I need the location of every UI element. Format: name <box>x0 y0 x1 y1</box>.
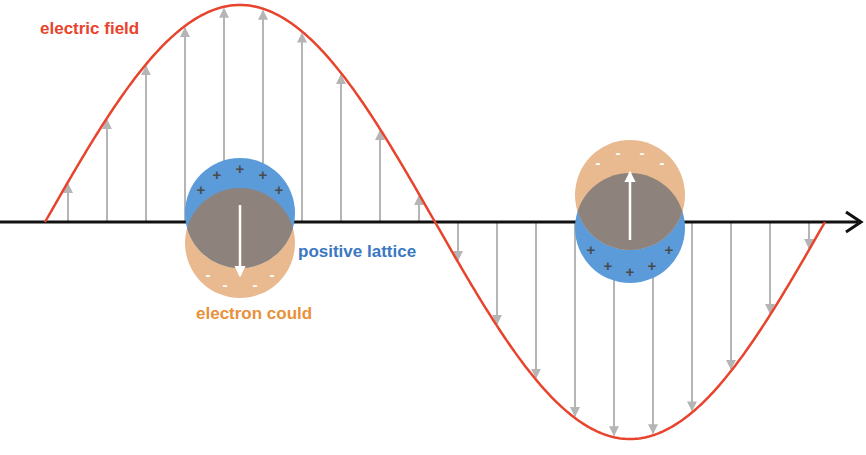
charge-sign: + <box>648 258 657 275</box>
field-arrow <box>301 34 303 222</box>
field-arrow <box>184 28 186 222</box>
charge-sign: - <box>660 155 665 172</box>
charge-sign: + <box>604 258 613 275</box>
field-curve <box>45 5 825 439</box>
charge-sign: - <box>253 277 258 294</box>
electron-label: electron could <box>196 305 312 324</box>
axis-line <box>0 221 858 224</box>
field-arrow <box>67 184 69 222</box>
field-arrow <box>379 131 381 222</box>
force-arrow <box>239 205 242 276</box>
field-arrow <box>145 66 147 222</box>
field-arrow <box>769 222 771 313</box>
charge-sign: + <box>236 161 245 178</box>
field-arrow <box>574 222 576 416</box>
charge-sign: - <box>596 155 601 172</box>
field-arrow <box>730 222 732 369</box>
overlap-region <box>575 173 685 283</box>
field-arrow <box>418 196 420 222</box>
overlap-region <box>185 188 295 298</box>
charge-sign: - <box>270 267 275 284</box>
force-arrow <box>629 172 632 240</box>
field-arrow <box>340 75 342 222</box>
charge-sign: - <box>640 145 645 162</box>
charge-sign: - <box>616 145 621 162</box>
field-arrow <box>691 222 693 410</box>
charge-sign: + <box>587 242 596 259</box>
charge-sign: - <box>223 277 228 294</box>
charge-sign: + <box>665 242 674 259</box>
electron-cloud <box>185 188 295 298</box>
charge-sign: + <box>213 167 222 184</box>
charge-sign: - <box>206 267 211 284</box>
charge-sign: + <box>275 182 284 199</box>
axis-arrowhead <box>846 212 861 232</box>
field-arrow <box>106 120 108 222</box>
charge-sign: + <box>197 182 206 199</box>
field-arrow <box>496 222 498 324</box>
lattice-label: positive lattice <box>298 243 416 262</box>
charge-sign: + <box>259 167 268 184</box>
field-arrow <box>808 222 810 248</box>
positive-lattice <box>575 173 685 283</box>
field-arrow <box>457 222 459 260</box>
field-label: electric field <box>40 20 139 39</box>
field-arrow <box>535 222 537 378</box>
charge-sign: + <box>626 264 635 281</box>
